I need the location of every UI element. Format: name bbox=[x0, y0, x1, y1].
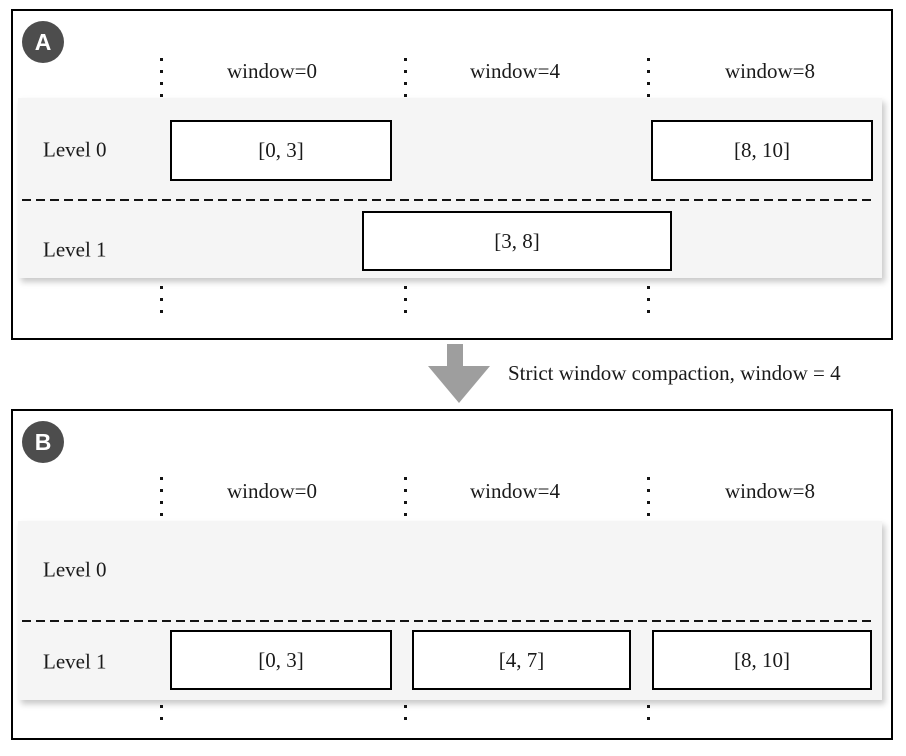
panel-b: B window=0 window=4 window=8 Level 0 Lev… bbox=[11, 409, 893, 740]
interval-box: [0, 3] bbox=[170, 630, 392, 690]
interval-box: [8, 10] bbox=[651, 120, 873, 181]
column-header-window-4: window=4 bbox=[469, 59, 561, 83]
row-label-level-1: Level 1 bbox=[43, 237, 107, 262]
interval-box: [3, 8] bbox=[362, 211, 672, 271]
level-divider-dashed-line bbox=[22, 620, 872, 622]
level-divider-dashed-line bbox=[22, 199, 872, 201]
interval-box-label: [4, 7] bbox=[498, 647, 545, 672]
down-arrow-icon bbox=[447, 344, 463, 367]
panel-b-badge: B bbox=[22, 421, 64, 463]
interval-box: [4, 7] bbox=[412, 630, 631, 690]
column-header-window-0: window=0 bbox=[226, 479, 318, 503]
panel-a-badge-letter: A bbox=[34, 28, 52, 55]
row-label-level-0: Level 0 bbox=[43, 137, 107, 162]
compaction-label: Strict window compaction, window = 4 bbox=[508, 361, 841, 385]
interval-box: [8, 10] bbox=[652, 630, 872, 690]
panel-a: A window=0 window=4 window=8 Level 0 Lev… bbox=[11, 9, 893, 340]
interval-box-label: [8, 10] bbox=[734, 647, 790, 672]
interval-box-label: [0, 3] bbox=[258, 647, 304, 672]
interval-box-label: [0, 3] bbox=[258, 138, 304, 162]
interval-box-label: [8, 10] bbox=[734, 138, 790, 162]
interval-box: [0, 3] bbox=[170, 120, 392, 181]
panel-b-badge-letter: B bbox=[34, 428, 52, 455]
column-header-window-8: window=8 bbox=[724, 59, 816, 83]
column-header-window-8: window=8 bbox=[724, 479, 816, 503]
interval-box-label: [3, 8] bbox=[494, 228, 540, 253]
down-arrow-icon bbox=[428, 366, 490, 403]
row-label-level-0: Level 0 bbox=[43, 557, 107, 582]
panel-a-badge: A bbox=[22, 21, 64, 63]
row-label-level-1: Level 1 bbox=[43, 649, 107, 674]
column-header-window-4: window=4 bbox=[469, 479, 561, 503]
column-header-window-0: window=0 bbox=[226, 59, 318, 83]
